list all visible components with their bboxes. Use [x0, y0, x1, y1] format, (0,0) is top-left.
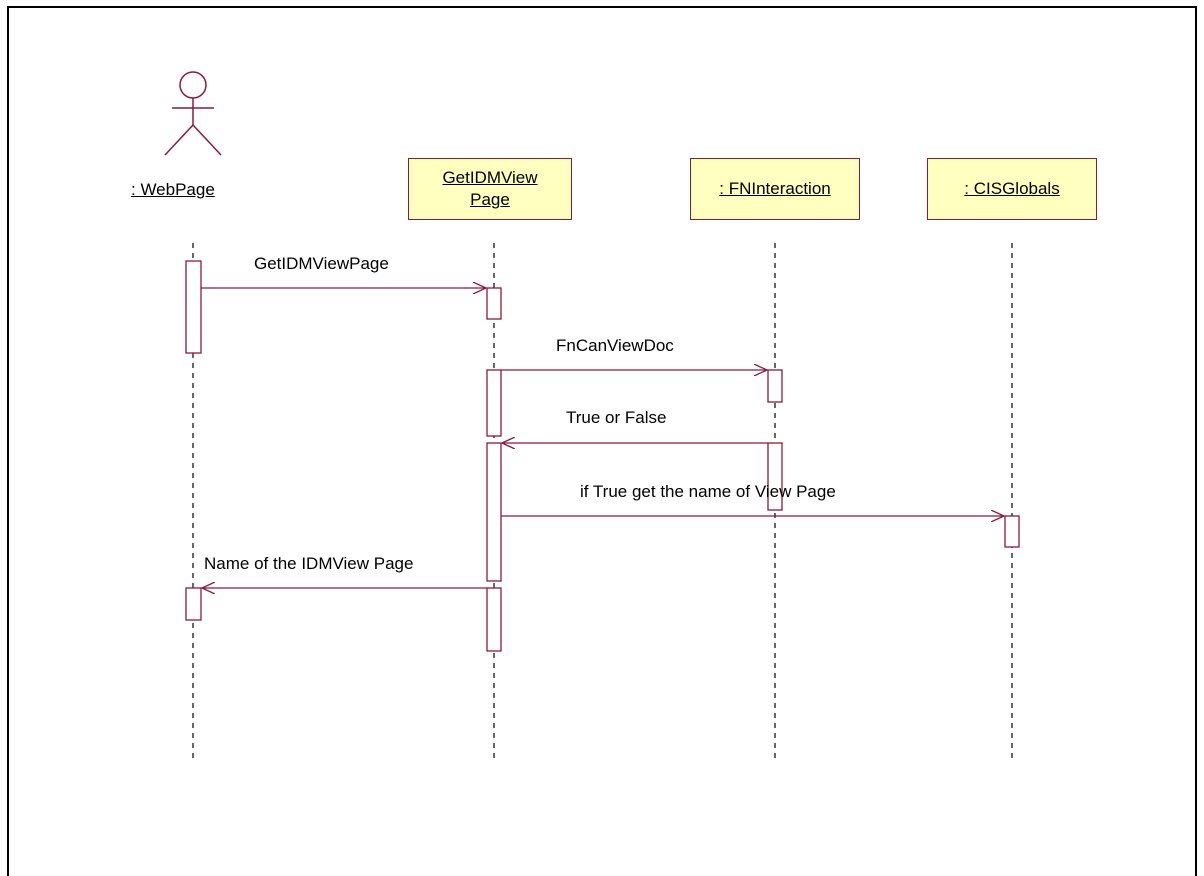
object-box-getidmviewpage: GetIDMView Page	[408, 158, 572, 220]
activation-webpage-2	[185, 587, 202, 621]
object-label-getidmviewpage-line2: Page	[470, 190, 510, 209]
message-label-m2: FnCanViewDoc	[556, 336, 674, 355]
object-box-fninteraction: : FNInteraction	[690, 158, 860, 220]
activation-fninteraction-1	[767, 369, 783, 403]
activation-getidm-2	[486, 369, 502, 437]
object-label-cisglobals: : CISGlobals	[964, 179, 1060, 198]
actor-label-webpage: : WebPage	[131, 180, 215, 199]
message-label-m5: Name of the IDMView Page	[204, 554, 414, 574]
message-label-m1: GetIDMViewPage	[254, 254, 389, 273]
activation-fninteraction-2	[767, 442, 783, 511]
object-label-fninteraction: : FNInteraction	[719, 179, 831, 198]
actor-icon	[164, 71, 222, 156]
activation-getidm-4	[486, 587, 502, 652]
message-label-m4: if True get the name of View Page	[580, 482, 836, 501]
activation-getidm-3	[486, 442, 502, 582]
diagram-frame	[7, 6, 1197, 876]
activation-cisglobals-1	[1004, 515, 1020, 548]
message-label-m3: True or False	[566, 408, 667, 427]
activation-getidm-1	[486, 287, 502, 320]
object-box-cisglobals: : CISGlobals	[927, 158, 1097, 220]
activation-webpage-1	[185, 260, 202, 354]
object-label-getidmviewpage-line1: GetIDMView	[442, 168, 538, 187]
